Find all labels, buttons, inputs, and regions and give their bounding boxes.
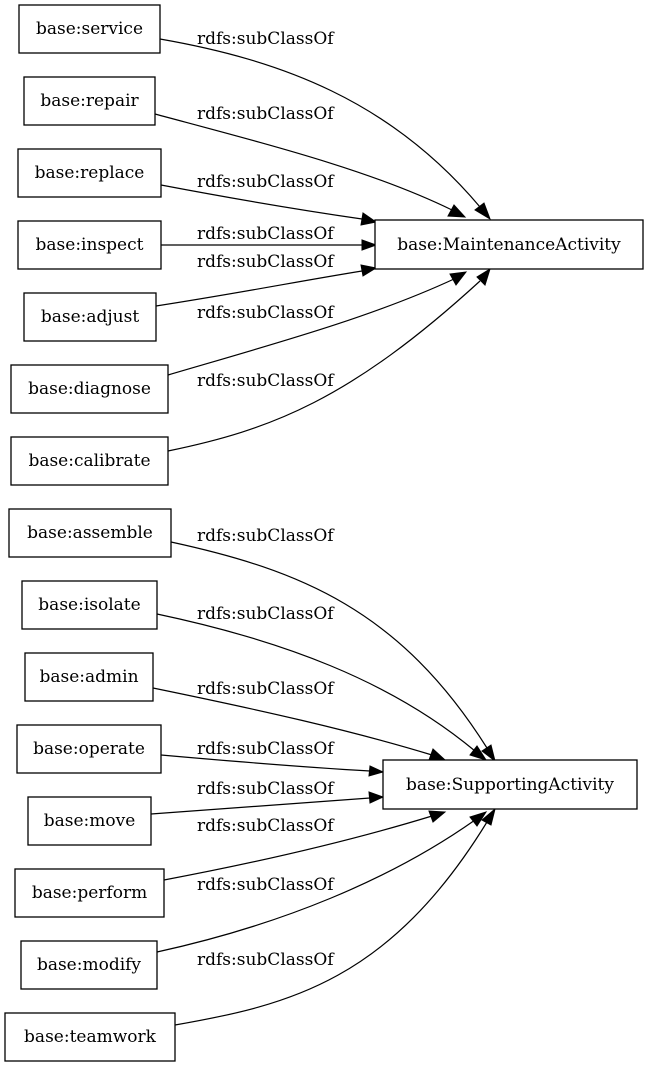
edge-label: rdfs:subClassOf xyxy=(197,739,335,759)
edge-isolate-supporting xyxy=(156,613,488,761)
edge-label: rdfs:subClassOf xyxy=(197,371,335,391)
edge-modify-supporting xyxy=(156,811,488,953)
node-label: base:repair xyxy=(40,91,139,111)
edge-label: rdfs:subClassOf xyxy=(197,679,335,699)
node-modify[interactable]: base:modify xyxy=(20,940,158,990)
node-inspect[interactable]: base:inspect xyxy=(17,220,162,270)
node-label: base:inspect xyxy=(36,235,144,255)
node-operate[interactable]: base:operate xyxy=(16,724,162,774)
node-label: base:calibrate xyxy=(28,451,150,471)
node-label: base:isolate xyxy=(38,595,140,615)
edge-operate-supporting xyxy=(160,754,385,777)
node-label: base:assemble xyxy=(27,523,153,543)
edge-label: rdfs:subClassOf xyxy=(197,604,335,624)
node-label: base:diagnose xyxy=(28,379,151,399)
node-label: base:operate xyxy=(33,739,145,759)
edge-label: rdfs:subClassOf xyxy=(197,252,335,272)
node-adjust[interactable]: base:adjust xyxy=(23,292,157,342)
edge-service-maintenance xyxy=(159,38,491,221)
edge-adjust-maintenance xyxy=(155,264,378,307)
node-label: base:replace xyxy=(35,163,145,183)
node-label: base:service xyxy=(36,19,143,39)
node-isolate[interactable]: base:isolate xyxy=(21,580,158,630)
node-move[interactable]: base:move xyxy=(27,796,152,846)
node-label: base:adjust xyxy=(41,307,139,327)
edge-label: rdfs:subClassOf xyxy=(197,816,335,836)
node-label: base:perform xyxy=(32,883,147,903)
edge-inspect-maintenance xyxy=(161,239,378,251)
node-repair[interactable]: base:repair xyxy=(23,76,156,126)
edge-calibrate-maintenance xyxy=(167,267,491,452)
edge-label: rdfs:subClassOf xyxy=(197,875,335,895)
edge-diagnose-maintenance xyxy=(167,271,468,376)
edge-label: rdfs:subClassOf xyxy=(197,29,335,49)
node-supporting-activity[interactable]: base:SupportingActivity xyxy=(382,759,638,810)
node-diagnose[interactable]: base:diagnose xyxy=(10,364,169,414)
edge-assemble-supporting xyxy=(170,541,496,763)
edge-label: rdfs:subClassOf xyxy=(197,224,335,244)
node-replace[interactable]: base:replace xyxy=(17,148,162,198)
node-teamwork[interactable]: base:teamwork xyxy=(4,1012,176,1062)
node-perform[interactable]: base:perform xyxy=(14,868,165,918)
edge-label: rdfs:subClassOf xyxy=(197,779,335,799)
edge-label: rdfs:subClassOf xyxy=(197,303,335,323)
edge-teamwork-supporting xyxy=(174,807,496,1026)
edge-perform-supporting xyxy=(163,810,447,881)
node-assemble[interactable]: base:assemble xyxy=(8,508,172,558)
node-label: base:move xyxy=(44,811,136,831)
node-label: base:modify xyxy=(37,955,141,975)
node-admin[interactable]: base:admin xyxy=(24,652,154,702)
node-label: base:admin xyxy=(39,667,138,687)
node-maintenance-activity[interactable]: base:MaintenanceActivity xyxy=(374,219,644,270)
node-service[interactable]: base:service xyxy=(18,4,161,54)
node-label: base:SupportingActivity xyxy=(406,775,614,795)
edge-label: rdfs:subClassOf xyxy=(197,172,335,192)
node-calibrate[interactable]: base:calibrate xyxy=(10,436,169,486)
edge-replace-maintenance xyxy=(160,184,378,226)
edge-move-supporting xyxy=(150,791,385,815)
node-label: base:MaintenanceActivity xyxy=(397,235,621,255)
node-label: base:teamwork xyxy=(24,1027,157,1047)
edge-repair-maintenance xyxy=(154,113,467,218)
edge-label: rdfs:subClassOf xyxy=(197,526,335,546)
edge-label: rdfs:subClassOf xyxy=(197,950,335,970)
edge-label: rdfs:subClassOf xyxy=(197,104,335,124)
